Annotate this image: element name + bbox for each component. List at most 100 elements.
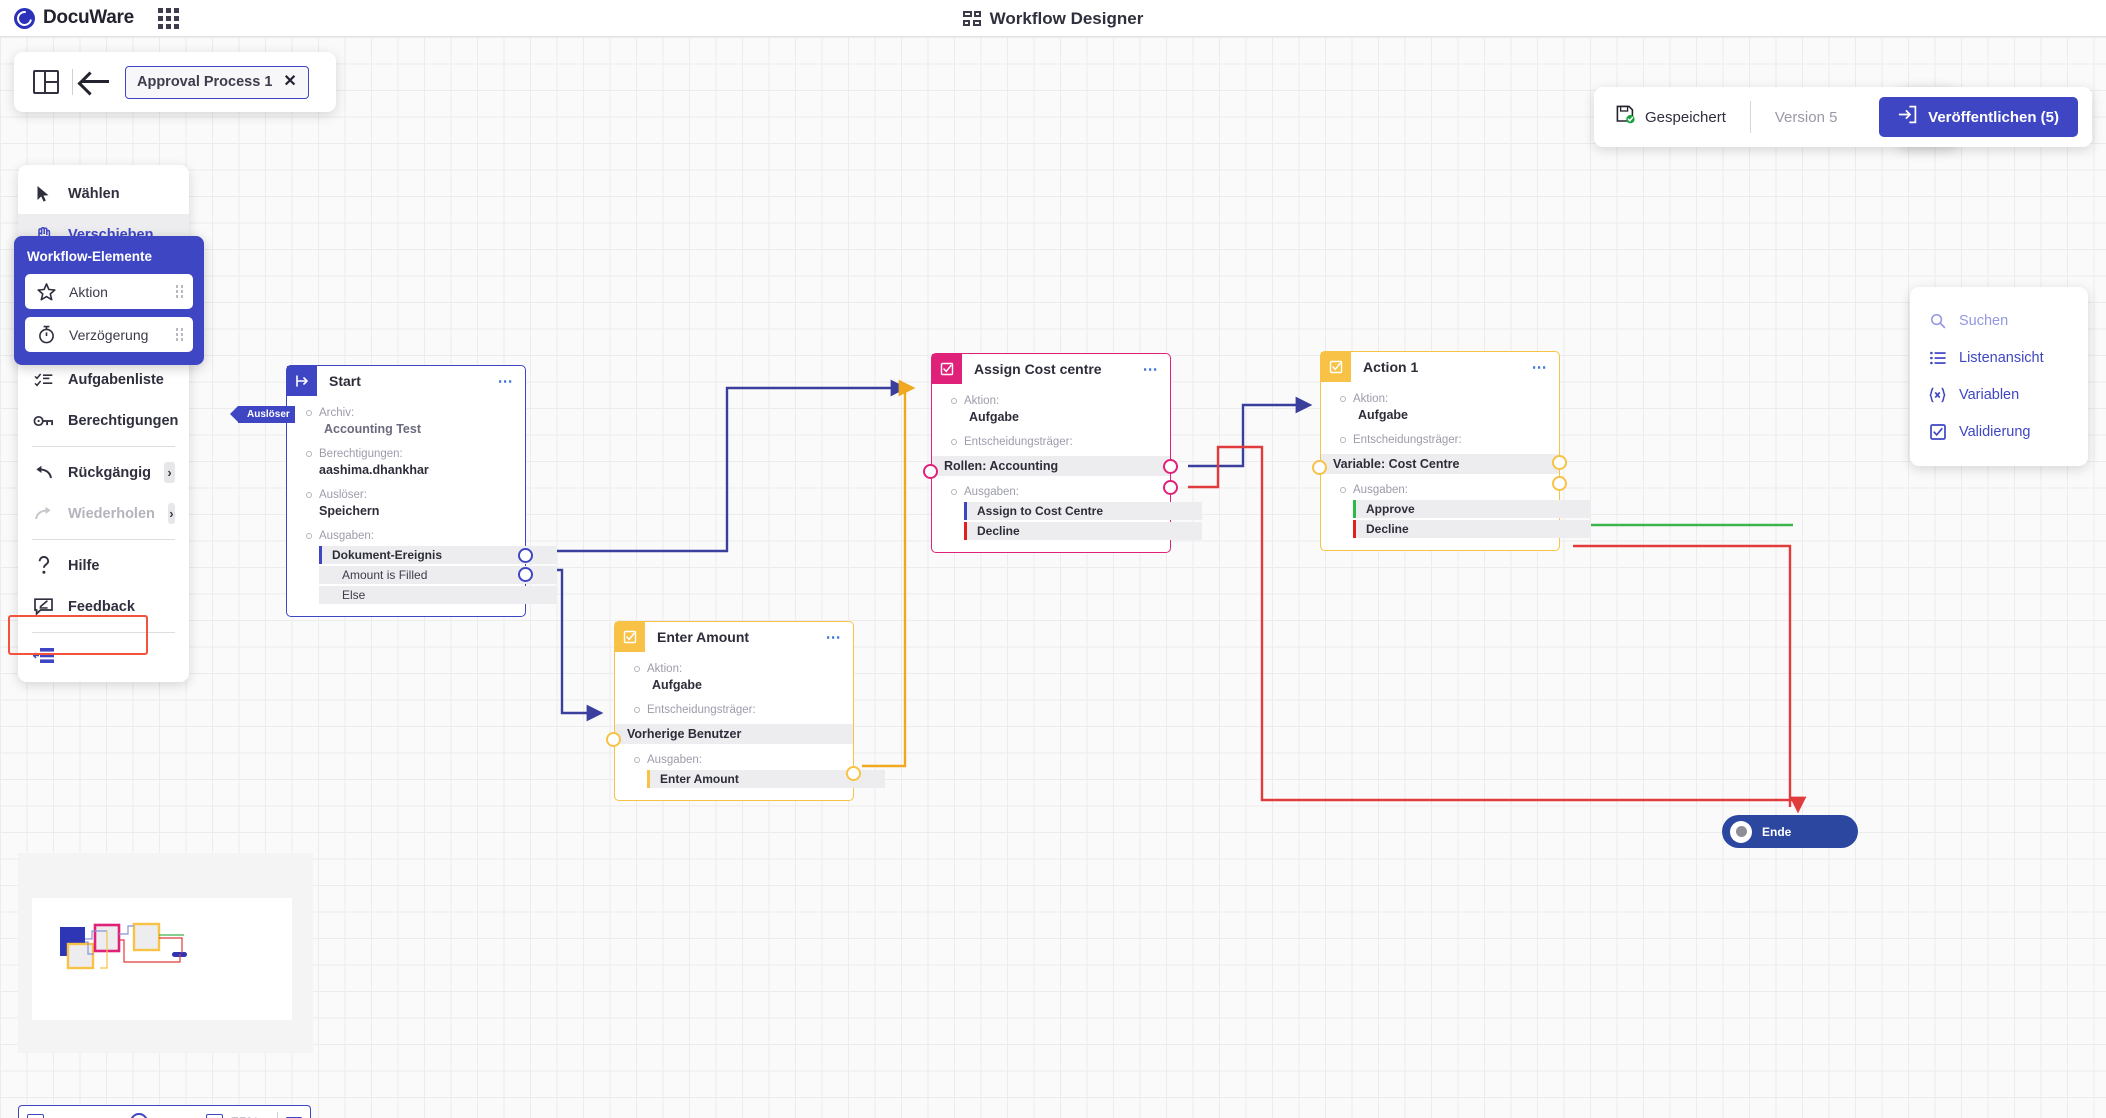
more-options-icon[interactable]: ⋯ (1531, 359, 1548, 376)
minimap-overview[interactable] (18, 853, 313, 1053)
field-key: Auslöser: (319, 489, 367, 501)
canvas-toolbar-left[interactable]: Approval Process 1 ✕ (14, 52, 336, 112)
output-port[interactable] (518, 567, 533, 582)
right-item-validierung[interactable]: Validierung (1910, 413, 2088, 450)
save-check-icon (1616, 105, 1635, 129)
right-item-suchen[interactable]: Suchen (1910, 302, 2088, 339)
output-port[interactable] (1163, 480, 1178, 495)
zoom-slider-handle[interactable] (130, 1113, 148, 1118)
drag-grip-icon[interactable] (175, 285, 183, 298)
rail-dot (944, 485, 964, 495)
app-title-group: Workflow Designer (0, 0, 2106, 37)
element-chip-verzoegerung[interactable]: Verzögerung (25, 317, 193, 352)
node-action-1[interactable]: Action 1 ⋯ Aktion: Aufgabe Entscheidungs… (1312, 351, 1591, 551)
output-row[interactable]: Enter Amount (647, 770, 885, 788)
output-row[interactable]: Amount is Filled (319, 566, 557, 584)
outputs-header: Ausgaben: (287, 529, 525, 544)
node-header[interactable]: Start ⋯ (287, 366, 525, 396)
more-options-icon[interactable]: ⋯ (1142, 361, 1159, 378)
assignee-pill[interactable]: Vorherige Benutzer (615, 724, 853, 744)
node-enter-amount[interactable]: Enter Amount ⋯ Aktion: Aufgabe Entscheid… (606, 621, 885, 801)
field-value: Aufgabe (1358, 408, 1408, 422)
assignee-pill[interactable]: Rollen: Accounting (932, 456, 1170, 476)
zoom-in-icon[interactable] (206, 1113, 223, 1118)
node-header[interactable]: Enter Amount ⋯ (615, 622, 853, 652)
rail-dot (1333, 392, 1353, 402)
output-row[interactable]: Approve (1353, 500, 1591, 518)
tool-item-label: Rückgängig (68, 464, 151, 481)
canvas-toolbar-right[interactable]: Gespeichert Version 5 Veröffentlichen (5… (1594, 87, 2092, 147)
zoom-control[interactable]: 75% (18, 1105, 311, 1118)
output-row[interactable]: Assign to Cost Centre (964, 502, 1202, 520)
output-row[interactable]: Else (319, 586, 557, 604)
search-icon (1928, 312, 1947, 330)
tool-item-berechtigungen[interactable]: Berechtigungen (18, 400, 189, 441)
tool-item-label: Berechtigungen (68, 412, 179, 429)
node-header[interactable]: Assign Cost centre ⋯ (932, 354, 1170, 384)
output-port[interactable] (1552, 476, 1567, 491)
apps-grid-icon[interactable] (157, 7, 179, 29)
process-tab-label: Approval Process 1 (137, 74, 273, 90)
tool-item-wiederholen[interactable]: Wiederholen › (18, 493, 189, 534)
node-header[interactable]: Action 1 ⋯ (1321, 352, 1559, 382)
outputs-label: Ausgaben: (319, 530, 374, 542)
submenu-caret-icon[interactable]: › (163, 462, 175, 483)
zoom-out-icon[interactable] (27, 1113, 44, 1118)
split-panel-icon[interactable] (26, 62, 66, 102)
node-assign-cost-centre[interactable]: Assign Cost centre ⋯ Aktion: Aufgabe Ent… (923, 353, 1202, 553)
drag-grip-icon[interactable] (175, 328, 183, 341)
collapse-sidebar-icon (32, 645, 55, 666)
tool-item-waehlen[interactable]: Wählen (18, 173, 189, 214)
more-options-icon[interactable]: ⋯ (497, 373, 514, 390)
output-port[interactable] (1163, 459, 1178, 474)
assignee-pill[interactable]: Variable: Cost Centre (1321, 454, 1559, 474)
output-row[interactable]: Decline (1353, 520, 1591, 538)
rail-dot (1333, 433, 1353, 443)
tool-item-collapse[interactable] (18, 638, 189, 672)
tool-item-aufgabenliste[interactable]: Aufgabenliste (18, 359, 189, 400)
right-item-variablen[interactable]: Variablen (1910, 376, 2088, 413)
tool-item-label: Aufgabenliste (68, 371, 164, 388)
question-mark-icon (32, 555, 55, 576)
node-start[interactable]: Start ⋯ Archiv: Accounting Test Berechti… (286, 365, 557, 617)
zoom-percent: 75% (231, 1114, 269, 1118)
input-port[interactable] (923, 464, 938, 479)
right-item-listenansicht[interactable]: Listenansicht (1910, 339, 2088, 376)
back-arrow-icon[interactable] (79, 67, 113, 97)
output-row[interactable]: Decline (964, 522, 1202, 540)
output-port[interactable] (518, 548, 533, 563)
end-label: Ende (1762, 824, 1792, 839)
workflow-elements-flyout[interactable]: Workflow-Elemente Aktion Verzögerung (14, 236, 204, 365)
tool-item-hilfe[interactable]: Hilfe (18, 545, 189, 586)
saved-label: Gespeichert (1645, 108, 1726, 126)
field-key: Entscheidungsträger: (1353, 434, 1462, 446)
tool-item-feedback[interactable]: Feedback (18, 586, 189, 627)
brand-logo[interactable]: DocuWare (14, 7, 134, 29)
close-icon[interactable]: ✕ (283, 73, 297, 90)
output-port[interactable] (1552, 455, 1567, 470)
element-chip-aktion[interactable]: Aktion (25, 274, 193, 309)
input-port[interactable] (1312, 460, 1327, 475)
submenu-caret-icon[interactable]: › (167, 503, 175, 524)
divider (32, 632, 175, 633)
output-row[interactable]: Dokument-Ereignis (319, 546, 557, 564)
star-icon (35, 281, 58, 302)
rail-dot (627, 703, 647, 713)
brand-name: DocuWare (43, 7, 134, 28)
more-options-icon[interactable]: ⋯ (825, 629, 842, 646)
node-end[interactable]: Ende (1722, 815, 1858, 848)
process-tab[interactable]: Approval Process 1 ✕ (125, 65, 309, 99)
publish-button[interactable]: Veröffentlichen (5) (1879, 97, 2078, 137)
workflow-canvas[interactable]: Auslöser Start ⋯ Archiv: Accounting Test (0, 37, 2106, 1118)
output-port[interactable] (846, 766, 861, 781)
input-port[interactable] (606, 732, 621, 747)
element-chip-label: Aktion (69, 283, 108, 300)
tool-item-rueckgaengig[interactable]: Rückgängig › (18, 452, 189, 493)
field-entscheidungstraeger: Entscheidungsträger: (1321, 433, 1559, 448)
node-title: Enter Amount (657, 629, 750, 645)
flyout-title: Workflow-Elemente (27, 249, 153, 264)
right-tools-panel[interactable]: Suchen Listenansicht Variablen Validier (1910, 287, 2088, 466)
field-value: Aufgabe (969, 410, 1019, 424)
field-entscheidungstraeger: Entscheidungsträger: (932, 435, 1170, 450)
task-list-icon (32, 369, 55, 390)
